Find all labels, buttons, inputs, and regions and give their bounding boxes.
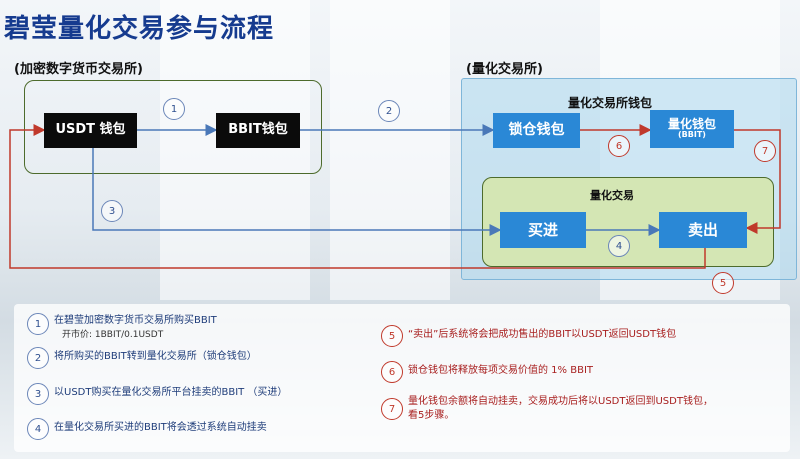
note-4-marker: 4 bbox=[27, 418, 49, 440]
note-7-text: 量化钱包余额将自动挂卖，交易成功后将以USDT返回到USDT钱包， bbox=[408, 396, 713, 407]
step-2-marker: 2 bbox=[378, 100, 400, 122]
quant-wallet-label: 量化钱包 bbox=[667, 117, 716, 131]
step-7-marker: 7 bbox=[754, 140, 776, 162]
quant-wallet-box: 量化钱包 (BBIT) bbox=[650, 110, 734, 148]
window-pane bbox=[160, 0, 310, 300]
arrow-usdt-to-buy bbox=[92, 148, 502, 236]
exchange-panel bbox=[24, 80, 322, 174]
quant-exchange-label: (量化交易所) bbox=[466, 62, 543, 77]
note-6-text: 锁仓钱包将释放每项交易价值的 1% BBIT bbox=[408, 365, 593, 376]
note-7-marker: 7 bbox=[381, 398, 403, 420]
note-1-subtext: 开市价: 1BBIT/0.1USDT bbox=[62, 330, 164, 340]
exchange-label: (加密数字货币交易所) bbox=[14, 62, 143, 77]
sell-box: 卖出 bbox=[659, 212, 747, 248]
note-6-marker: 6 bbox=[381, 361, 403, 383]
usdt-wallet-box: USDT 钱包 bbox=[44, 113, 137, 148]
note-4-text: 在量化交易所买进的BBIT将会透过系统自动挂卖 bbox=[54, 422, 267, 433]
note-3-text: 以USDT购买在量化交易所平台挂卖的BBIT （买进） bbox=[54, 387, 288, 398]
note-5-text: “卖出”后系统将会把成功售出的BBIT以USDT返回USDT钱包 bbox=[408, 329, 677, 340]
lock-wallet-box: 锁仓钱包 bbox=[493, 113, 580, 148]
note-2-text: 将所购买的BBIT转到量化交易所（锁仓钱包） bbox=[54, 351, 257, 362]
note-3-marker: 3 bbox=[27, 383, 49, 405]
step-3-marker: 3 bbox=[101, 200, 123, 222]
note-1-marker: 1 bbox=[27, 313, 49, 335]
note-5-marker: 5 bbox=[381, 325, 403, 347]
window-pane bbox=[330, 0, 450, 300]
step-5-marker: 5 bbox=[712, 272, 734, 294]
note-1-text: 在碧莹加密数字货币交易所购买BBIT bbox=[54, 315, 217, 326]
page-title: 碧莹量化交易参与流程 bbox=[4, 14, 275, 44]
step-6-marker: 6 bbox=[608, 135, 630, 157]
wallet-section-label: 量化交易所钱包 bbox=[568, 96, 653, 110]
bbit-wallet-box: BBIT钱包 bbox=[216, 113, 300, 148]
arrow-quant-to-sell bbox=[734, 129, 781, 234]
note-2-marker: 2 bbox=[27, 347, 49, 369]
note-7-text-line2: 看5步骤。 bbox=[408, 410, 455, 421]
buy-box: 买进 bbox=[500, 212, 586, 248]
step-4-marker: 4 bbox=[608, 235, 630, 257]
notes-panel bbox=[14, 304, 790, 452]
arrow-sell-to-usdt bbox=[9, 124, 706, 269]
trade-section-label: 量化交易 bbox=[590, 189, 634, 202]
quant-wallet-sublabel: (BBIT) bbox=[678, 130, 706, 140]
step-1-marker: 1 bbox=[163, 98, 185, 120]
